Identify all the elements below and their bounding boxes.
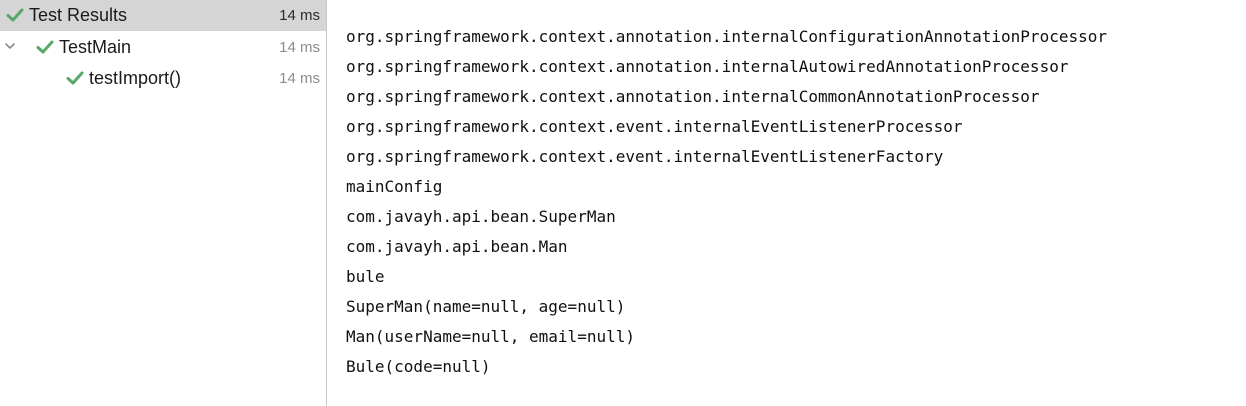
tree-node-testmain[interactable]: TestMain 14 ms: [0, 31, 326, 62]
console-output[interactable]: org.springframework.context.annotation.i…: [327, 0, 1246, 406]
console-line: SuperMan(name=null, age=null): [346, 297, 626, 316]
console-line: Bule(code=null): [346, 357, 491, 376]
test-results-tree: Test Results 14 ms TestMain 14 ms testIm…: [0, 0, 327, 406]
console-line: bule: [346, 267, 385, 286]
tree-node-duration: 14 ms: [279, 70, 320, 87]
check-icon: [36, 40, 54, 54]
console-lines: org.springframework.context.annotation.i…: [346, 26, 1107, 386]
tree-node-test-results[interactable]: Test Results 14 ms: [0, 0, 326, 31]
console-line: org.springframework.context.annotation.i…: [346, 27, 1107, 46]
console-line: org.springframework.context.annotation.i…: [346, 87, 1040, 106]
tree-node-duration: 14 ms: [279, 39, 320, 56]
chevron-down-icon[interactable]: [3, 39, 17, 53]
console-line: com.javayh.api.bean.SuperMan: [346, 207, 616, 226]
tree-node-testimport[interactable]: testImport() 14 ms: [0, 62, 326, 93]
tree-node-label: testImport(): [89, 68, 182, 88]
console-line: org.springframework.context.event.intern…: [346, 117, 963, 136]
console-line: Man(userName=null, email=null): [346, 327, 635, 346]
tree-node-duration: 14 ms: [279, 7, 320, 24]
tree-node-label: TestMain: [59, 37, 132, 57]
console-line: mainConfig: [346, 177, 443, 196]
check-icon: [6, 8, 24, 22]
check-icon: [66, 71, 84, 85]
console-line: org.springframework.context.event.intern…: [346, 147, 944, 166]
tree-node-label: Test Results: [29, 5, 128, 25]
console-line: org.springframework.context.annotation.i…: [346, 57, 1069, 76]
console-line: com.javayh.api.bean.Man: [346, 237, 568, 256]
